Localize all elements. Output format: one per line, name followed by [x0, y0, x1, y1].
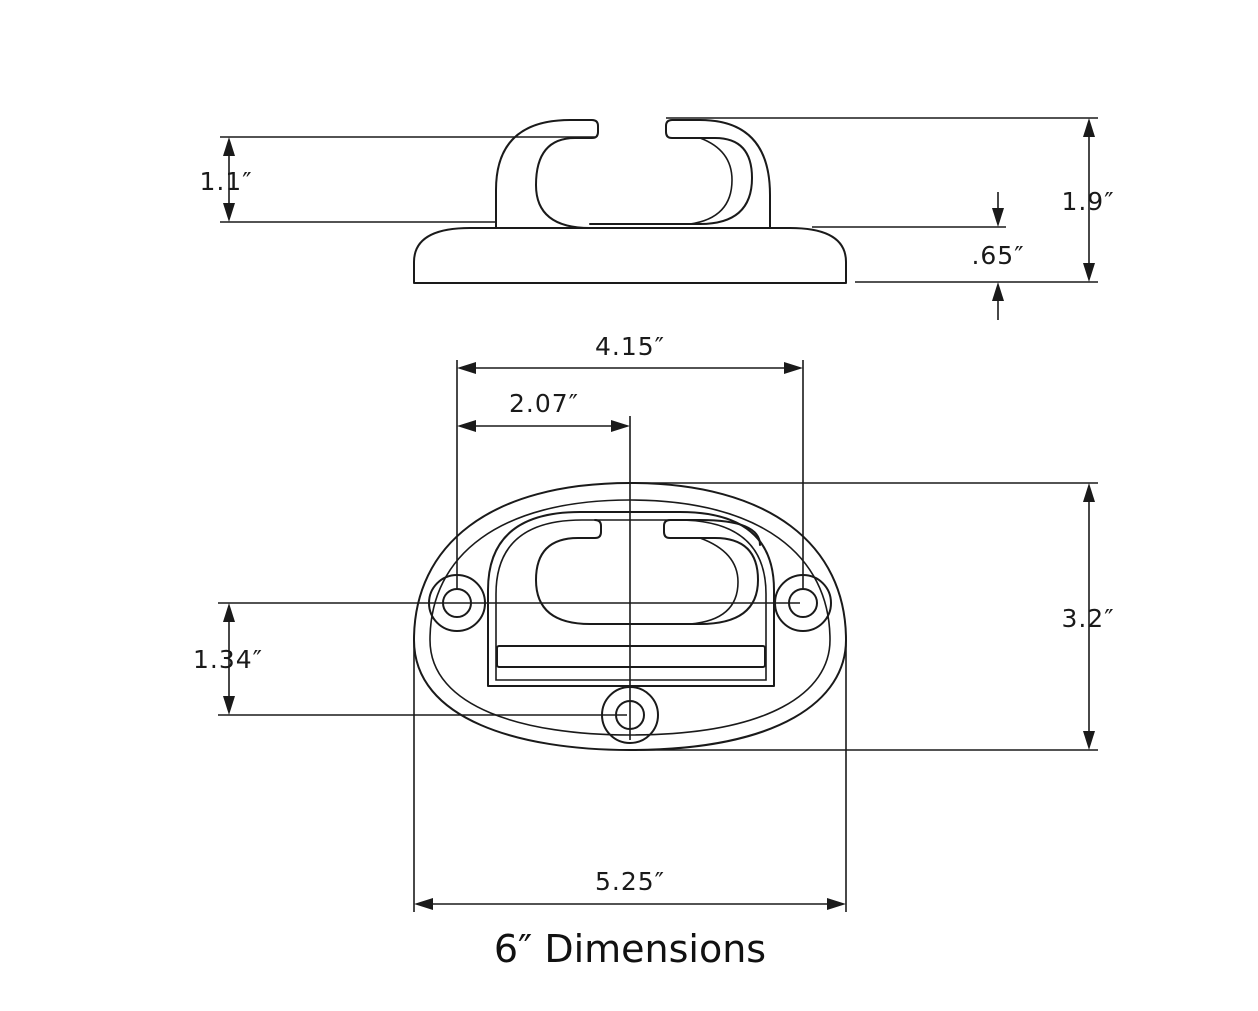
side-base-plate	[413, 227, 847, 284]
label-1-1: 1.1″	[199, 167, 252, 196]
dim-base-thickness: .65″	[812, 192, 1024, 320]
dim-inner-loop-height: 1.1″	[199, 136, 596, 223]
caption: 6″ Dimensions	[494, 927, 766, 971]
top-strap-bar	[496, 645, 766, 668]
label-3-2: 3.2″	[1061, 604, 1114, 633]
label-4-15: 4.15″	[595, 332, 665, 361]
top-loop-inner-curve	[689, 537, 739, 625]
label-1-9: 1.9″	[1061, 187, 1114, 216]
label-2-07: 2.07″	[509, 389, 579, 418]
top-plate-outline	[413, 482, 847, 751]
side-loop-inner-curve	[689, 137, 733, 225]
top-loop-right	[663, 519, 761, 625]
dim-hole-spacing: 4.15″	[456, 332, 804, 590]
dim-hole-offset: 1.34″	[193, 602, 800, 716]
top-pocket-outer	[487, 511, 775, 687]
side-loop-inner	[589, 119, 771, 229]
dim-total-height: 1.9″	[666, 117, 1114, 283]
dim-half-hole-spacing: 2.07″	[457, 389, 631, 740]
dim-plate-depth: 3.2″	[630, 482, 1114, 751]
label-5-25: 5.25″	[595, 867, 665, 896]
top-loop-left	[535, 519, 701, 625]
label-1-34: 1.34″	[193, 645, 263, 674]
label-0-65: .65″	[971, 241, 1024, 270]
top-pocket-inner	[495, 519, 767, 681]
side-loop-left-outer	[495, 119, 599, 229]
dim-plate-width: 5.25″	[413, 640, 847, 912]
side-view	[413, 119, 847, 284]
